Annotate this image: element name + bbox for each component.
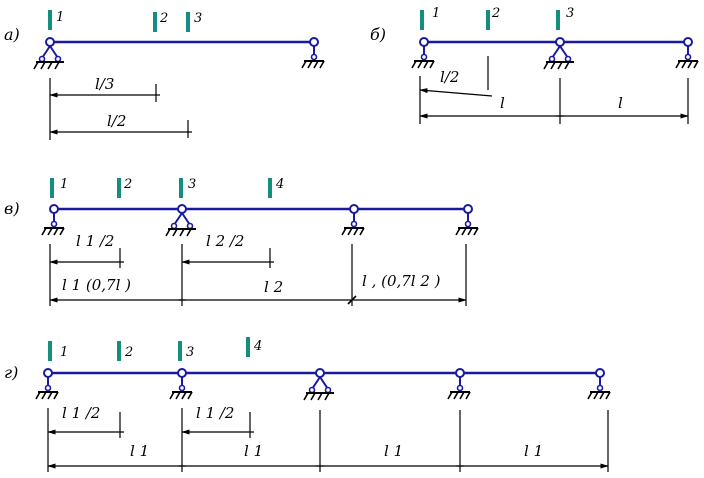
panel-v-section-3-label: 3	[188, 177, 196, 192]
panel-v-section-1-marker	[50, 178, 54, 198]
panel-v-section-4-marker	[268, 178, 272, 198]
panel-v: в) 1 2 3 4 l 1 /2 l 2 /2 l 1 (0,7l ) l 2…	[4, 177, 479, 306]
panel-a-section-1-marker	[48, 10, 52, 30]
panel-v-dim-text-l2-half: l 2 /2	[206, 232, 244, 250]
panel-g-dim-text-span3: l 1	[384, 442, 403, 460]
panel-b-label: б)	[370, 25, 386, 44]
panel-v-dim-tick-3	[347, 295, 357, 305]
panel-b: б) 1 2 3 l/2 l l	[370, 6, 699, 124]
panel-g-section-4-marker	[246, 337, 250, 357]
panel-v-section-3-marker	[179, 178, 183, 198]
panel-b-section-3-label: 3	[566, 6, 574, 21]
panel-b-dim-line-l2	[419, 88, 493, 97]
panel-v-dim-text-span3: l , (0,7l 2 )	[362, 272, 441, 290]
panel-v-label: в)	[4, 199, 20, 218]
panel-g-section-4-label: 4	[253, 339, 262, 354]
panel-a-section-1-label: 1	[56, 10, 64, 25]
panel-v-dim-text-l1-half: l 1 /2	[76, 232, 114, 250]
panel-a: а) 1 2 3 l/3 l/2	[4, 10, 325, 140]
panel-v-section-2-marker	[117, 178, 121, 198]
panel-g-dim-text-half1: l 1 /2	[62, 404, 100, 422]
panel-a-section-3-marker	[186, 12, 190, 32]
panel-g-section-3-marker	[178, 341, 182, 361]
panel-g: г) 1 2 3 4 l 1 /2 l 1 /2 l 1 l 1 l 1 l 1	[4, 337, 611, 472]
panel-g-dim-text-span1: l 1	[130, 442, 149, 460]
panel-v-dim-text-span1: l 1 (0,7l )	[62, 276, 131, 294]
panel-b-dim-text-l2: l/2	[440, 68, 459, 86]
panel-a-label: а)	[4, 25, 20, 44]
panel-a-dim-text-l3: l/3	[95, 75, 114, 93]
panel-v-section-1-label: 1	[60, 177, 68, 192]
panel-b-section-2-label: 2	[491, 6, 500, 21]
panel-g-dim-text-span4: l 1	[524, 442, 543, 460]
panel-g-label: г)	[4, 363, 18, 382]
panel-v-section-2-label: 2	[123, 177, 132, 192]
panel-g-section-1-label: 1	[60, 345, 68, 360]
panel-b-section-1-label: 1	[432, 6, 440, 21]
panel-v-dim-text-span2: l 2	[264, 278, 283, 296]
panel-b-section-2-marker	[486, 10, 490, 30]
panel-a-section-3-label: 3	[194, 11, 202, 26]
panel-a-dim-text-l2: l/2	[107, 112, 126, 130]
panel-b-section-1-marker	[420, 10, 424, 30]
panel-b-section-3-marker	[556, 10, 560, 30]
panel-a-section-2-marker	[153, 12, 157, 32]
panel-g-dim-text-half2: l 1 /2	[196, 404, 234, 422]
panel-g-section-3-label: 3	[186, 345, 194, 360]
panel-g-section-2-label: 2	[124, 345, 133, 360]
panel-g-section-1-marker	[48, 341, 52, 361]
panel-b-dim-text-span2: l	[618, 94, 623, 112]
panel-v-section-4-label: 4	[275, 177, 284, 192]
panel-g-dim-text-span2: l 1	[244, 442, 263, 460]
panel-b-dim-text-span1: l	[500, 94, 505, 112]
panel-g-section-2-marker	[117, 341, 121, 361]
panel-a-section-2-label: 2	[159, 11, 168, 26]
